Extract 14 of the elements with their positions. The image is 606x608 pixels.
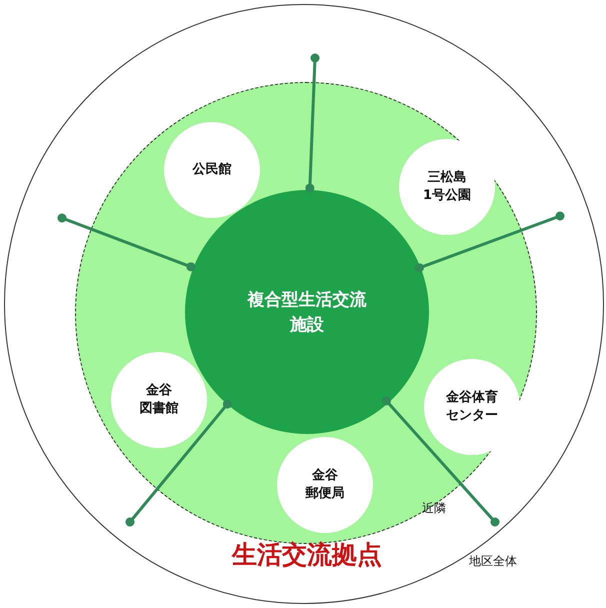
connector-line	[382, 396, 500, 526]
facility-circle	[111, 352, 207, 448]
node-label: 三松島1号公園	[422, 169, 472, 206]
connector-line	[414, 212, 564, 272]
node-label: 金谷郵便局	[304, 467, 346, 504]
node-label: 金谷体育センター	[445, 389, 499, 426]
connector-line	[58, 214, 196, 272]
node-label: 金谷図書館	[138, 382, 180, 418]
hub-label: 生活交流拠点	[232, 539, 382, 571]
node-label: 公民館	[191, 161, 232, 179]
connector-line	[126, 400, 232, 526]
node-label: 地区全体	[469, 553, 517, 570]
connector-line	[305, 54, 320, 193]
node-label: 複合型生活交流施設	[246, 289, 368, 337]
